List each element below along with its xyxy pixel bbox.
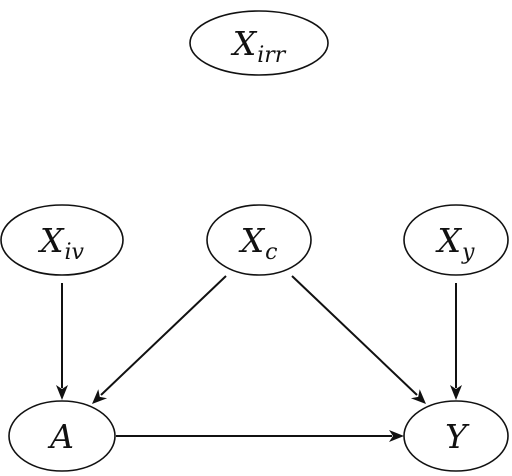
edge-xiv-to-a xyxy=(56,283,68,400)
edge-xy-to-y xyxy=(450,283,462,400)
node-label: A xyxy=(47,417,74,456)
node-label: Xc xyxy=(238,221,278,265)
node-ellipse xyxy=(8,400,116,472)
node-subscript: c xyxy=(265,240,277,265)
node-label: Xiv xyxy=(37,221,85,265)
node-main-symbol: X xyxy=(230,24,258,63)
edge-a-to-y xyxy=(116,430,404,442)
nodes: Xirr Xiv Xc Xy A Y xyxy=(0,10,509,472)
node-subscript: y xyxy=(461,240,475,265)
node-ellipse xyxy=(0,204,124,276)
node-label: Xirr xyxy=(230,24,287,68)
node-main-symbol: X xyxy=(435,221,463,260)
arrowhead xyxy=(92,389,108,404)
node-x-c: Xc xyxy=(206,204,312,276)
edge-xc-to-a xyxy=(92,275,227,404)
node-label: Y xyxy=(445,417,470,456)
arrowhead xyxy=(389,430,404,442)
edges xyxy=(56,275,462,442)
node-y: Y xyxy=(403,400,509,472)
node-ellipse xyxy=(206,204,312,276)
arrowhead xyxy=(450,385,462,400)
node-main-symbol: X xyxy=(238,221,266,260)
node-a: A xyxy=(8,400,116,472)
node-x-irr: Xirr xyxy=(189,10,329,76)
node-subscript: irr xyxy=(257,43,287,68)
node-label: Xy xyxy=(435,221,476,265)
node-x-y: Xy xyxy=(403,204,509,276)
node-ellipse xyxy=(403,400,509,472)
node-main-symbol: X xyxy=(37,221,65,260)
node-ellipse xyxy=(189,10,329,76)
node-ellipse xyxy=(403,204,509,276)
node-x-iv: Xiv xyxy=(0,204,124,276)
arrowhead xyxy=(410,389,426,404)
edge-xc-to-y xyxy=(291,275,426,404)
node-subscript: iv xyxy=(65,240,85,265)
arrowhead xyxy=(56,385,68,400)
